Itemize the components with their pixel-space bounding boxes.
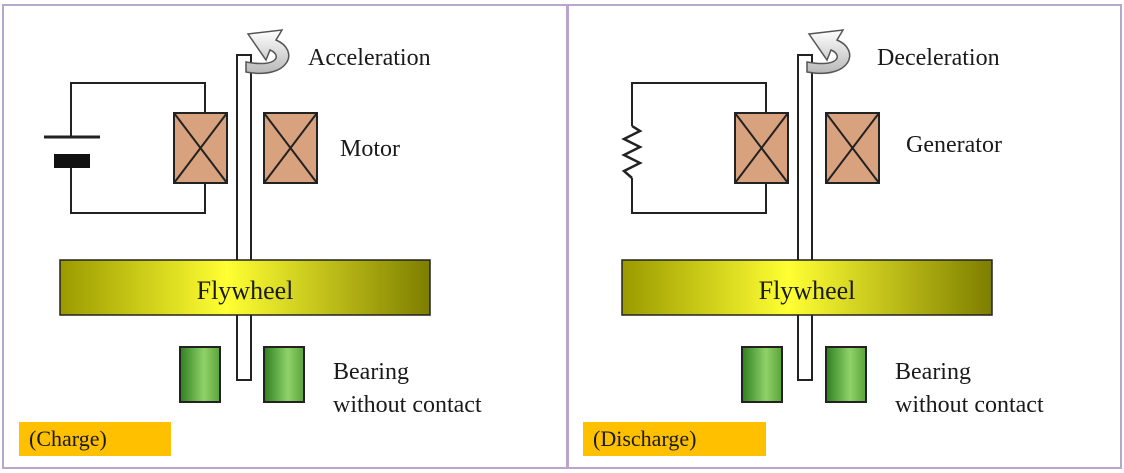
resistor-icon	[621, 124, 643, 179]
flywheel-label: Flywheel	[758, 276, 856, 305]
discharge-panel	[567, 4, 1122, 469]
shaft	[236, 54, 252, 381]
battery-icon	[44, 135, 100, 168]
motion-label: Deceleration	[877, 45, 1000, 71]
machine-label: Motor	[340, 136, 400, 162]
rotation-arrow-icon	[245, 29, 290, 75]
discharge-circuit	[621, 82, 767, 214]
bearing-left	[179, 346, 221, 403]
generator-coil-right	[825, 112, 880, 184]
rotation-arrow-icon	[806, 29, 851, 75]
flywheel-label: Flywheel	[196, 276, 294, 305]
mode-tag: (Charge)	[19, 422, 171, 456]
bearing-label: Bearing without contact	[895, 359, 1044, 418]
bearing-left	[741, 346, 783, 403]
charge-circuit	[44, 82, 206, 214]
bearing-label: Bearing without contact	[333, 359, 482, 418]
motion-label: Acceleration	[308, 45, 431, 71]
flywheel	[621, 259, 993, 316]
bearing-right	[263, 346, 305, 403]
generator-coil-left	[734, 112, 789, 184]
mode-tag: (Discharge)	[583, 422, 766, 456]
bearing-right	[825, 346, 867, 403]
flywheel	[59, 259, 431, 316]
motor-coil-left	[173, 112, 228, 184]
motor-coil-right	[263, 112, 318, 184]
machine-label: Generator	[906, 132, 1002, 158]
